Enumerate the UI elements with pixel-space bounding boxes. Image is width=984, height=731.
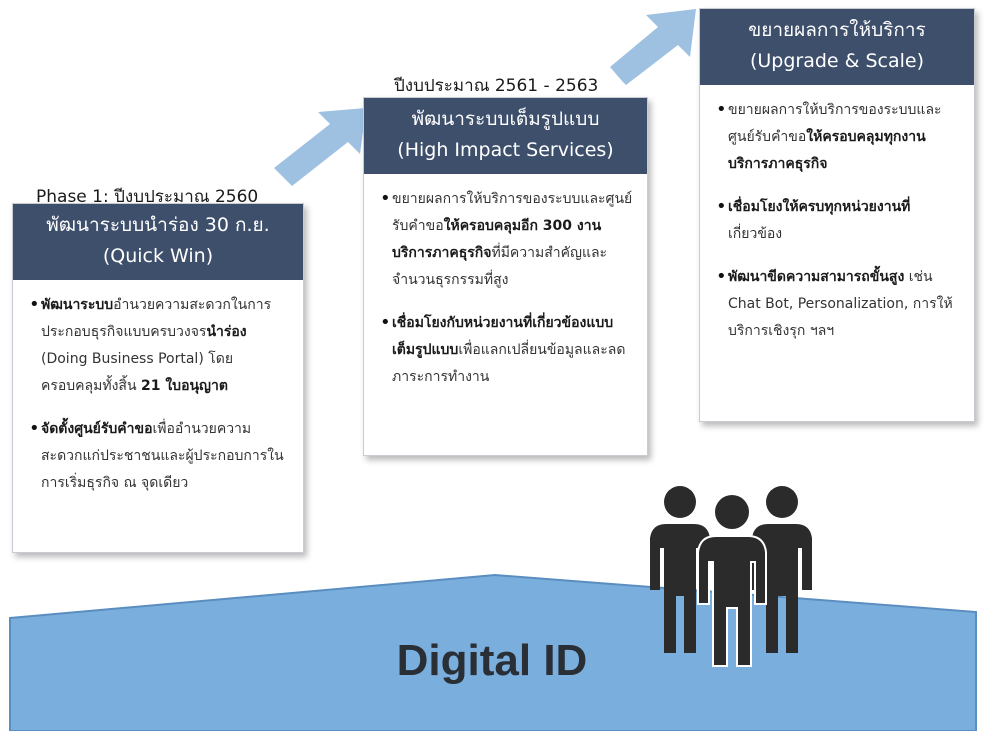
phase3-title: ขยายผลการให้บริการ xyxy=(748,19,926,41)
people-group-icon xyxy=(650,486,812,667)
phase1-bullet-1: พัฒนาระบบอำนวยความสะดวกในการประกอบธุรกิจ… xyxy=(29,291,291,400)
digital-id-label: Digital ID xyxy=(396,636,588,685)
phase1-bullet-2: จัดตั้งศูนย์รับคำขอเพื่ออำนวยความสะดวกแก… xyxy=(29,415,291,497)
phase2-bullet-2: เชื่อมโยงกับหน่วยงานที่เกี่ยวข้องแบบเต็ม… xyxy=(380,309,635,391)
phase1-title: พัฒนาระบบนำร่อง 30 ก.ย. xyxy=(46,214,270,236)
phase1-label: Phase 1: ปีงบประมาณ 2560 xyxy=(36,187,259,207)
phase2-label: ปีงบประมาณ 2561 - 2563 xyxy=(394,76,599,96)
phase1-subtitle: (Quick Win) xyxy=(102,245,214,267)
phase3-bullet-3: พัฒนาขีดความสามารถขั้นสูง เช่น Chat Bot,… xyxy=(716,263,962,345)
phase2-bullet-1: ขยายผลการให้บริการของระบบและศูนย์รับคำขอ… xyxy=(380,185,635,294)
phase2-card: พัฒนาระบบเต็มรูปแบบ (High Impact Service… xyxy=(363,97,648,456)
phase3-header: ขยายผลการให้บริการ (Upgrade & Scale) xyxy=(700,9,974,85)
phase2-subtitle: (High Impact Services) xyxy=(397,139,614,161)
arrow-phase1-to-phase2 xyxy=(274,108,366,186)
phase3-card: ขยายผลการให้บริการ (Upgrade & Scale) ขยา… xyxy=(699,8,975,422)
phase3-bullet-2: เชื่อมโยงให้ครบทุกหน่วยงานที่เกี่ยวข้อง xyxy=(716,193,962,248)
arrow-phase2-to-phase3 xyxy=(610,9,696,85)
phase1-header: พัฒนาระบบนำร่อง 30 ก.ย. (Quick Win) xyxy=(13,204,303,280)
phase3-subtitle: (Upgrade & Scale) xyxy=(749,50,925,72)
phase3-bullet-1: ขยายผลการให้บริการของระบบและศูนย์รับคำขอ… xyxy=(716,96,962,178)
phase2-title: พัฒนาระบบเต็มรูปแบบ xyxy=(411,108,600,130)
phase1-card: พัฒนาระบบนำร่อง 30 ก.ย. (Quick Win) พัฒน… xyxy=(12,203,304,553)
phase2-header: พัฒนาระบบเต็มรูปแบบ (High Impact Service… xyxy=(364,98,647,174)
